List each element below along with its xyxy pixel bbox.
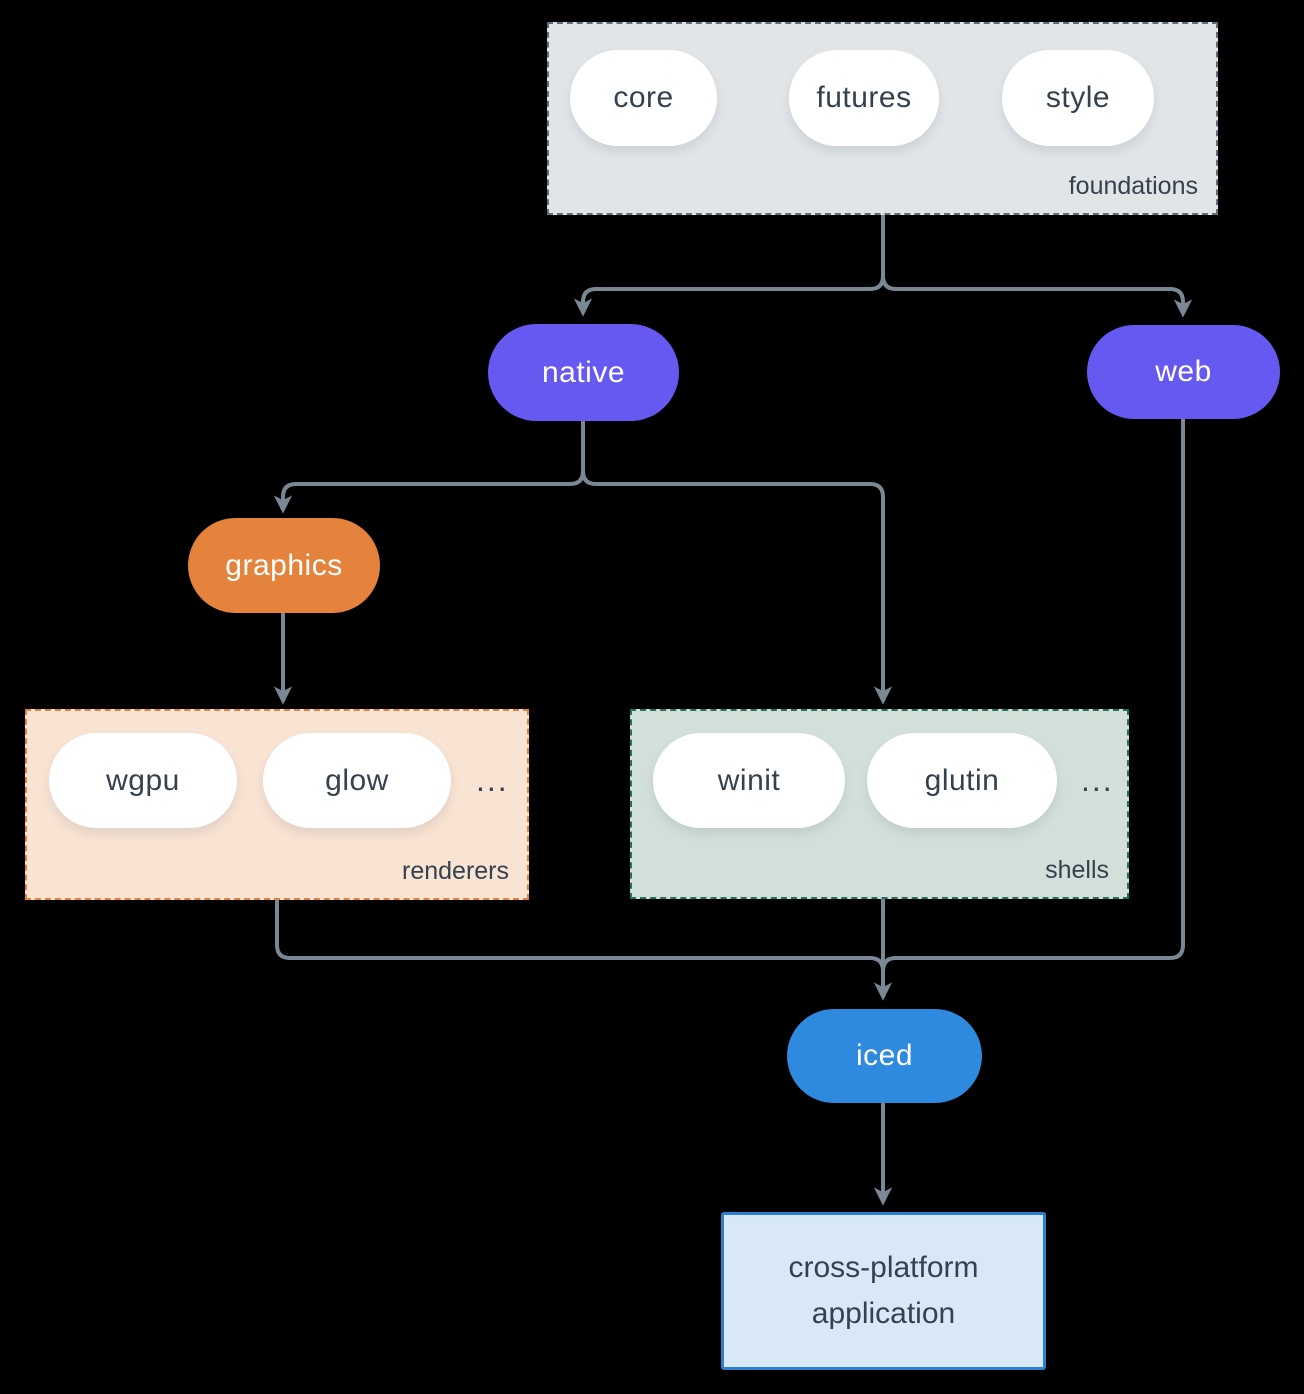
connector-renderers-to-merge <box>275 900 885 972</box>
foundations-group-label: foundations <box>1068 172 1198 200</box>
node-web: web <box>1087 325 1280 419</box>
shells-group-label: shells <box>1045 856 1109 884</box>
connector-native-to-graphics <box>273 470 585 514</box>
node-core: core <box>570 50 717 146</box>
node-wgpu: wgpu <box>49 733 237 828</box>
node-style: style <box>1002 50 1154 146</box>
connector-foundations-to-web <box>881 275 1193 318</box>
node-winit: winit <box>653 733 845 828</box>
node-futures: futures <box>789 50 939 146</box>
connector-native-to-shells <box>581 470 893 705</box>
node-native: native <box>488 324 679 421</box>
node-glow: glow <box>263 733 451 828</box>
connector-foundations-to-native <box>573 275 885 317</box>
renderers-group-label: renderers <box>402 857 509 885</box>
node-glutin: glutin <box>867 733 1057 828</box>
node-iced: iced <box>787 1009 982 1103</box>
shells-ellipsis: ... <box>1081 762 1114 798</box>
node-graphics: graphics <box>188 518 380 613</box>
renderers-ellipsis: ... <box>476 762 509 798</box>
cross-platform-application-box: cross-platform application <box>721 1212 1046 1370</box>
